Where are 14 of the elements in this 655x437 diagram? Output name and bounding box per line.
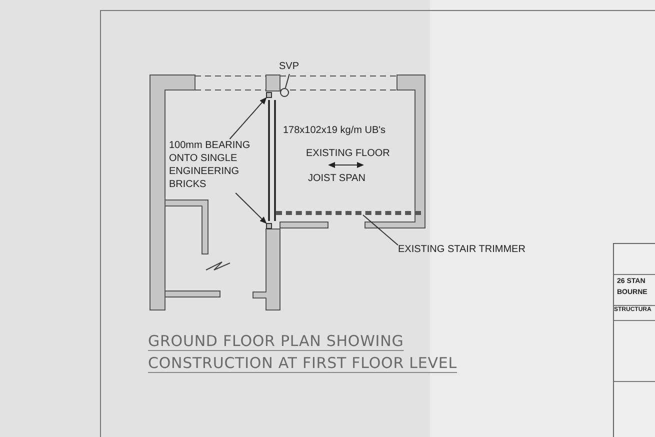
callout-text: SVP xyxy=(279,60,305,74)
plan-label: 178x102x19 kg/m UB's xyxy=(283,124,386,138)
plan-label: EXISTING FLOOR xyxy=(306,147,390,161)
leader-line xyxy=(362,214,398,246)
plan-label: JOIST SPAN xyxy=(308,172,366,186)
callout-text: 100mm BEARING ONTO SINGLE ENGINEERING BRICKS xyxy=(169,139,267,193)
leader-line xyxy=(235,192,267,224)
bearing-block xyxy=(266,92,272,98)
drawing-title: GROUND FLOOR PLAN SHOWING CONSTRUCTION AT FIRST FLOOR LEVEL xyxy=(148,331,458,374)
bearing-block xyxy=(266,223,272,229)
callout-text: EXISTING STAIR TRIMMER xyxy=(398,243,530,257)
leader-line xyxy=(284,74,290,88)
leader-line xyxy=(229,97,267,140)
trimmer-beam xyxy=(276,211,421,215)
